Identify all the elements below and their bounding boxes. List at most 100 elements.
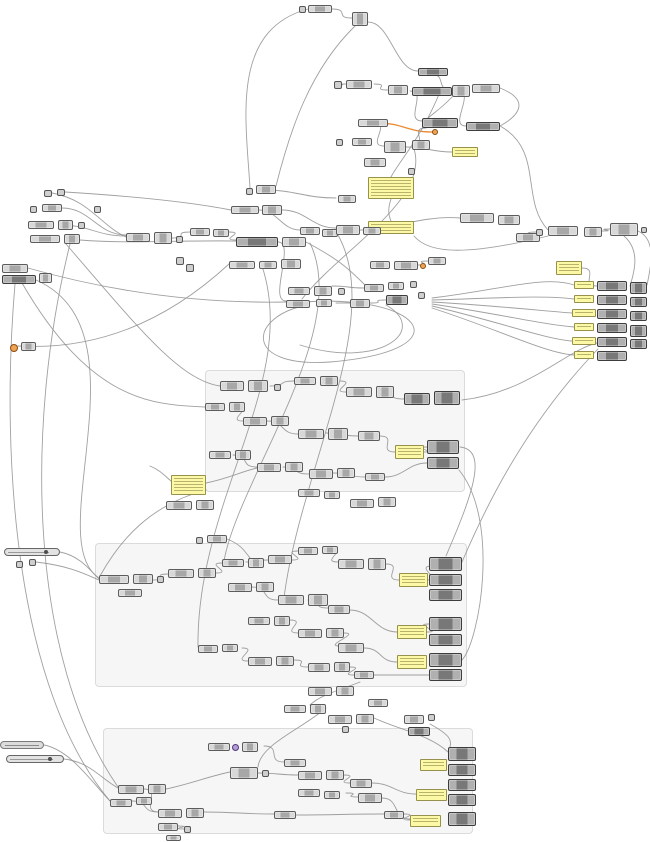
gh-component[interactable] <box>220 381 244 391</box>
gh-component[interactable] <box>352 138 372 146</box>
gh-component[interactable] <box>209 451 231 459</box>
label-pill[interactable] <box>0 741 44 749</box>
gh-component[interactable] <box>388 282 404 290</box>
gh-component[interactable] <box>248 558 264 568</box>
gh-component[interactable] <box>368 558 386 570</box>
gh-component[interactable] <box>158 823 178 831</box>
gh-component[interactable] <box>168 569 194 578</box>
gh-component[interactable] <box>274 811 296 819</box>
gh-component[interactable] <box>370 261 390 269</box>
param-node-orange[interactable] <box>432 129 438 135</box>
gh-component[interactable] <box>276 656 294 666</box>
gh-component[interactable] <box>356 714 374 724</box>
gh-component[interactable] <box>28 221 54 229</box>
gh-component[interactable] <box>231 206 259 214</box>
gh-component[interactable] <box>286 300 310 308</box>
gh-component[interactable] <box>352 12 368 26</box>
gh-component[interactable] <box>39 273 52 283</box>
gh-component[interactable] <box>166 835 181 841</box>
gh-component[interactable] <box>288 287 310 295</box>
gh-component[interactable] <box>154 232 172 244</box>
gh-component[interactable] <box>448 812 476 826</box>
gh-component[interactable] <box>298 429 324 439</box>
param-node-purple[interactable] <box>232 744 239 751</box>
gh-component[interactable] <box>21 342 36 351</box>
gh-component[interactable] <box>429 574 462 586</box>
param-node[interactable] <box>246 188 253 195</box>
gh-component[interactable] <box>597 281 627 291</box>
gh-component[interactable] <box>384 141 406 153</box>
gh-component[interactable] <box>388 85 408 95</box>
gh-component[interactable] <box>235 450 251 460</box>
gh-component[interactable] <box>429 653 462 667</box>
gh-component[interactable] <box>271 416 289 426</box>
gh-component[interactable] <box>259 261 277 269</box>
gh-component[interactable] <box>326 628 344 638</box>
gh-component[interactable] <box>198 568 216 578</box>
panel-note[interactable] <box>572 337 596 345</box>
gh-component[interactable] <box>133 574 153 584</box>
gh-component[interactable] <box>597 309 627 319</box>
gh-component[interactable] <box>308 594 328 606</box>
gh-component[interactable] <box>448 747 476 761</box>
gh-component[interactable] <box>42 204 62 212</box>
gh-component[interactable] <box>460 213 494 223</box>
param-node[interactable] <box>299 6 306 13</box>
gh-component[interactable] <box>346 80 372 89</box>
gh-component[interactable] <box>429 617 462 631</box>
gh-component[interactable] <box>148 784 166 794</box>
gh-component[interactable] <box>412 140 430 150</box>
gh-component[interactable] <box>248 657 272 666</box>
gh-component[interactable] <box>328 428 348 440</box>
gh-component[interactable] <box>99 575 129 584</box>
param-node[interactable] <box>342 726 349 733</box>
gh-component[interactable] <box>452 85 470 97</box>
gh-component[interactable] <box>364 158 386 167</box>
param-node-orange[interactable] <box>420 263 426 269</box>
gh-component[interactable] <box>422 118 458 128</box>
gh-component[interactable] <box>298 547 318 555</box>
panel-note[interactable] <box>399 573 428 587</box>
gh-component[interactable] <box>248 380 268 392</box>
gh-component[interactable] <box>222 644 238 652</box>
gh-component[interactable] <box>334 662 350 672</box>
gh-component[interactable] <box>298 789 320 797</box>
gh-component[interactable] <box>328 715 352 724</box>
param-node[interactable] <box>338 288 345 295</box>
gh-component[interactable] <box>308 687 332 696</box>
gh-component[interactable] <box>110 799 132 807</box>
gh-component[interactable] <box>336 225 360 235</box>
gh-component[interactable] <box>368 699 388 707</box>
gh-component[interactable] <box>136 797 152 805</box>
gh-component[interactable] <box>328 605 350 614</box>
gh-component[interactable] <box>350 499 374 508</box>
gh-component[interactable] <box>298 629 322 638</box>
gh-component[interactable] <box>429 634 462 646</box>
gh-component[interactable] <box>229 402 245 412</box>
gh-component[interactable] <box>429 669 462 681</box>
panel-note[interactable] <box>395 445 424 459</box>
gh-component[interactable] <box>434 391 460 405</box>
gh-component[interactable] <box>314 286 332 296</box>
number-slider[interactable] <box>6 755 64 763</box>
gh-component[interactable] <box>597 323 627 333</box>
gh-component[interactable] <box>412 87 452 96</box>
gh-component[interactable] <box>229 261 255 269</box>
gh-component[interactable] <box>336 686 354 696</box>
gh-component[interactable] <box>516 233 540 242</box>
gh-component[interactable] <box>364 284 384 292</box>
gh-component[interactable] <box>248 617 270 625</box>
gh-component[interactable] <box>268 555 292 564</box>
param-node[interactable] <box>418 292 425 299</box>
param-node[interactable] <box>274 384 281 391</box>
gh-component[interactable] <box>284 759 306 767</box>
gh-component[interactable] <box>2 275 36 284</box>
panel-note[interactable] <box>416 789 447 801</box>
gh-component[interactable] <box>338 643 364 653</box>
gh-component[interactable] <box>166 501 192 510</box>
gh-component[interactable] <box>548 226 578 236</box>
gh-component[interactable] <box>228 583 252 592</box>
param-node-orange[interactable] <box>10 344 18 352</box>
gh-component[interactable] <box>630 311 647 321</box>
